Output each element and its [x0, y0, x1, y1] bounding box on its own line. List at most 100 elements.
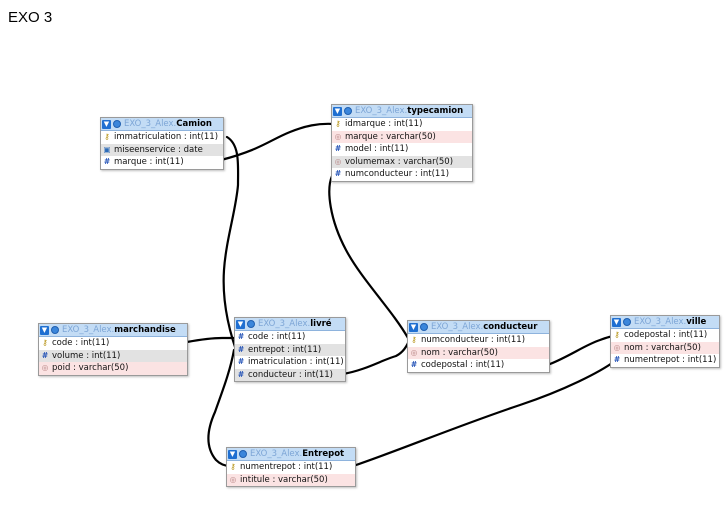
number-icon: #: [334, 169, 342, 178]
string-icon: ◎: [41, 363, 49, 372]
field-label: conducteur : int(11): [248, 369, 333, 380]
key-icon: ⚷: [104, 132, 110, 141]
table-header[interactable]: ▼ EXO_3_Alex.Entrepot: [227, 448, 355, 461]
field-row[interactable]: #numconducteur : int(11): [332, 168, 472, 181]
table-name: ville: [686, 317, 707, 327]
field-label: codepostal : int(11): [421, 360, 505, 370]
table-header[interactable]: ▼EXO_3_Alex.livré: [235, 318, 345, 331]
field-label: numconducteur : int(11): [421, 335, 526, 345]
database-name: EXO_3_Alex.: [355, 106, 408, 116]
string-icon: ◎: [229, 474, 237, 484]
field-row[interactable]: ◎marque : varchar(50): [332, 130, 472, 143]
field-row[interactable]: #marque : int(11): [101, 156, 223, 169]
field-label: nom : varchar(50): [624, 342, 701, 353]
table-name: Camion: [176, 119, 212, 129]
field-row[interactable]: #code : int(11): [235, 331, 345, 344]
database-name: EXO_3_Alex.: [124, 119, 177, 129]
field-label: codepostal : int(11): [624, 330, 708, 340]
collapse-toggle-icon[interactable]: ▼: [409, 322, 418, 332]
gear-icon[interactable]: [239, 450, 247, 458]
field-row[interactable]: ⚷immatriculation : int(11): [101, 131, 223, 144]
field-row[interactable]: ◎nom : varchar(50): [611, 341, 719, 354]
table-name: marchandise: [114, 325, 176, 335]
table-typecamion[interactable]: ▼ EXO_3_Alex.typecamion ⚷ idmarque : int(11…: [331, 104, 473, 182]
table-header[interactable]: ▼ EXO_3_Alex.Camion: [101, 118, 223, 131]
database-name: EXO_3_Alex.: [258, 319, 311, 329]
key-icon: ⚷: [42, 338, 48, 347]
collapse-toggle-icon[interactable]: ▼: [333, 106, 342, 116]
field-row[interactable]: #model : int(11): [332, 143, 472, 156]
table-conducteur[interactable]: ▼ EXO_3_Alex.conducteur ⚷ numconducteur : i…: [407, 320, 550, 373]
link-typecamion-conducteur: [328, 174, 410, 340]
key-icon: ⚷: [411, 335, 417, 344]
field-label: model : int(11): [345, 144, 409, 154]
field-row[interactable]: ▣miseenservice : date: [101, 143, 223, 156]
field-row[interactable]: ⚷ codepostal : int(11): [611, 329, 719, 342]
string-icon: ◎: [334, 131, 342, 141]
field-row[interactable]: ◎volumemax : varchar(50): [332, 155, 472, 168]
collapse-toggle-icon[interactable]: ▼: [612, 317, 621, 327]
key-icon: ⚷: [335, 119, 341, 128]
gear-icon[interactable]: [344, 107, 352, 115]
field-row[interactable]: #entrepot : int(11): [235, 343, 345, 356]
gear-icon[interactable]: [420, 323, 428, 331]
field-row[interactable]: ⚷ idmarque : int(11): [332, 118, 472, 131]
field-label: marque : int(11): [114, 157, 184, 167]
link-conducteur-ville: [548, 334, 617, 366]
field-row[interactable]: #codepostal : int(11): [408, 359, 549, 372]
database-name: EXO_3_Alex.: [431, 322, 484, 332]
number-icon: #: [410, 360, 418, 369]
field-row[interactable]: ◎poid : varchar(50): [39, 362, 187, 375]
field-label: intitule : varchar(50): [240, 474, 328, 485]
table-entrepot[interactable]: ▼ EXO_3_Alex.Entrepot ⚷ numentrepot : int(1…: [226, 447, 356, 487]
collapse-toggle-icon[interactable]: ▼: [236, 319, 245, 329]
table-camion[interactable]: ▼ EXO_3_Alex.Camion ⚷immatriculation : int…: [100, 117, 224, 170]
field-label: imatriculation : int(11): [248, 357, 344, 367]
table-header[interactable]: ▼ EXO_3_Alex.ville: [611, 316, 719, 329]
key-icon: ⚷: [614, 330, 620, 339]
field-label: volume : int(11): [52, 350, 121, 361]
table-livre[interactable]: ▼EXO_3_Alex.livré#code : int(11)#entrepo…: [234, 317, 346, 382]
collapse-toggle-icon[interactable]: ▼: [40, 325, 49, 335]
field-label: nom : varchar(50): [421, 347, 498, 358]
key-icon: ⚷: [230, 462, 236, 471]
field-label: volumemax : varchar(50): [345, 156, 454, 167]
field-row[interactable]: ⚷ code : int(11): [39, 337, 187, 350]
field-label: idmarque : int(11): [345, 119, 423, 129]
field-label: miseenservice : date: [114, 144, 203, 155]
table-name: Entrepot: [302, 449, 345, 459]
gear-icon[interactable]: [51, 326, 59, 334]
gear-icon[interactable]: [113, 120, 121, 128]
field-row[interactable]: ◎intitule : varchar(50): [227, 473, 355, 486]
field-label: marque : varchar(50): [345, 131, 436, 142]
database-name: EXO_3_Alex.: [634, 317, 687, 327]
field-row[interactable]: #numentrepot : int(11): [611, 354, 719, 367]
field-row[interactable]: #volume : int(11): [39, 349, 187, 362]
field-row[interactable]: #conducteur : int(11): [235, 368, 345, 381]
field-label: code : int(11): [248, 332, 306, 342]
table-ville[interactable]: ▼ EXO_3_Alex.ville ⚷ codepostal : int(11)◎n…: [610, 315, 720, 368]
collapse-toggle-icon[interactable]: ▼: [102, 119, 111, 129]
field-row[interactable]: ◎nom : varchar(50): [408, 346, 549, 359]
database-name: EXO_3_Alex.: [62, 325, 115, 335]
table-name: conducteur: [483, 322, 538, 332]
collapse-toggle-icon[interactable]: ▼: [228, 449, 237, 459]
number-icon: #: [613, 355, 621, 364]
field-row[interactable]: ⚷ numconducteur : int(11): [408, 334, 549, 347]
link-livre-conducteur: [341, 336, 412, 376]
field-label: numentrepot : int(11): [240, 462, 333, 472]
table-header[interactable]: ▼ EXO_3_Alex.typecamion: [332, 105, 472, 118]
number-icon: #: [237, 344, 245, 354]
page-title: EXO 3: [8, 9, 53, 26]
table-header[interactable]: ▼ EXO_3_Alex.conducteur: [408, 321, 549, 334]
field-row[interactable]: ⚷ numentrepot : int(11): [227, 461, 355, 474]
table-marchandise[interactable]: ▼ EXO_3_Alex.marchandise ⚷ code : int(11)#v…: [38, 323, 188, 376]
table-header[interactable]: ▼ EXO_3_Alex.marchandise: [39, 324, 187, 337]
string-icon: ◎: [410, 347, 418, 357]
field-label: code : int(11): [52, 338, 110, 348]
table-name: typecamion: [407, 106, 464, 116]
database-name: EXO_3_Alex.: [250, 449, 303, 459]
gear-icon[interactable]: [247, 320, 255, 328]
field-row[interactable]: #imatriculation : int(11): [235, 356, 345, 369]
gear-icon[interactable]: [623, 318, 631, 326]
